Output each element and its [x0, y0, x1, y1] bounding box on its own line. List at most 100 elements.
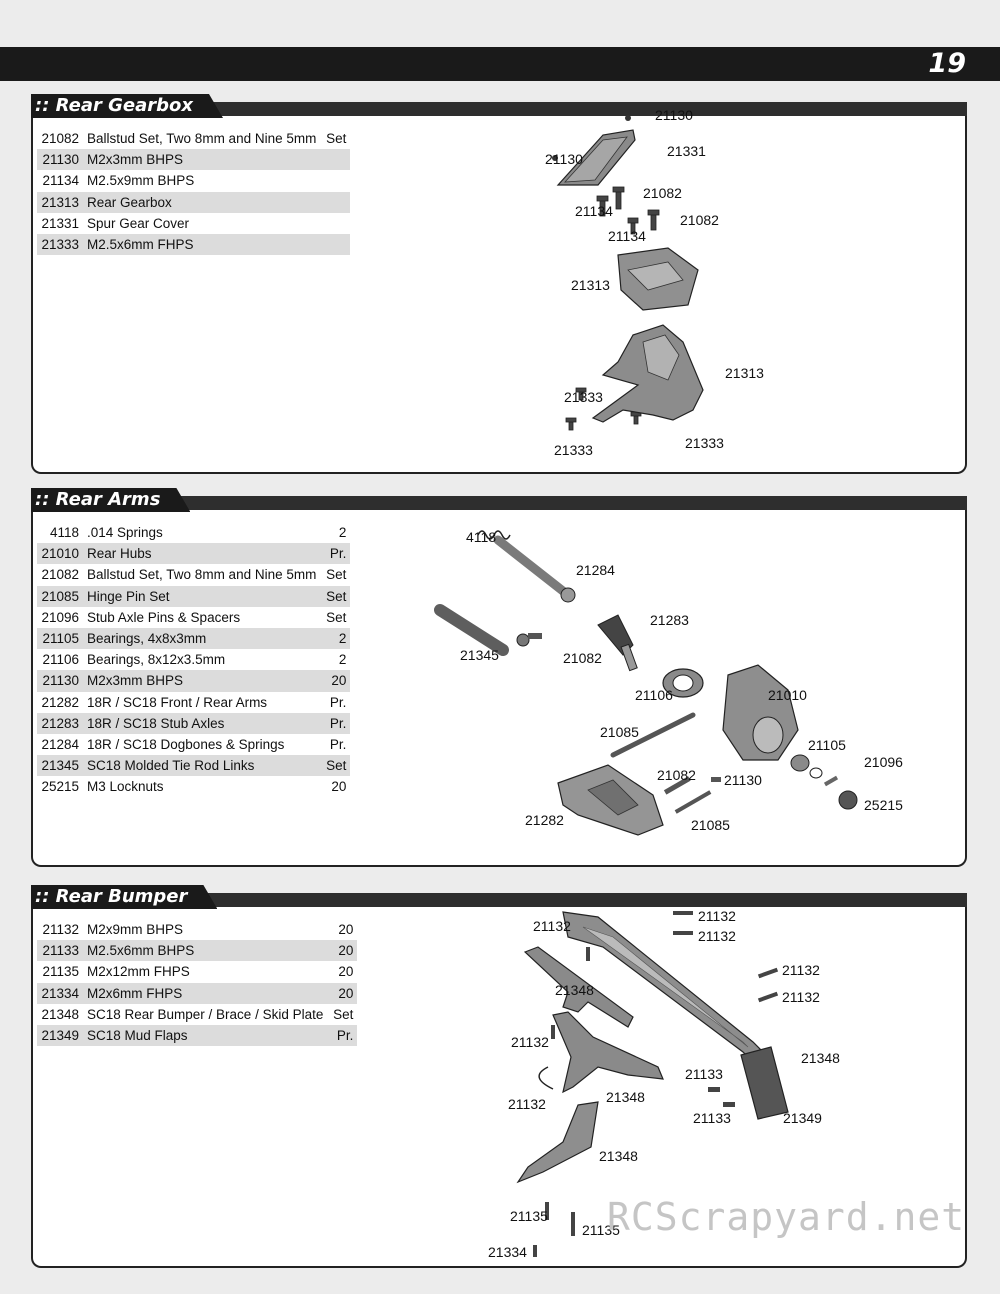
table-row: 21106 Bearings, 8x12x3.5mm 2 — [37, 649, 350, 670]
section-title: :: Rear Gearbox — [31, 94, 223, 118]
part-callout: 21133 — [685, 1066, 723, 1082]
part-description: 18R / SC18 Dogbones & Springs — [87, 736, 285, 752]
part-quantity: 20 — [327, 982, 358, 1004]
part-number: 21349 — [37, 1024, 83, 1047]
part-callout: 21132 — [698, 908, 736, 924]
part-number: 21130 — [37, 149, 83, 171]
part-callout: 21132 — [782, 989, 820, 1005]
part-callout: 21333 — [685, 435, 724, 451]
part-quantity: Pr. — [329, 736, 347, 752]
part-number: 21106 — [42, 652, 79, 668]
part-description: Bearings, 8x12x3.5mm — [87, 652, 226, 668]
part-callout: 21345 — [460, 647, 499, 663]
part-callout: 21313 — [571, 277, 610, 293]
part-quantity: 20 — [338, 922, 354, 938]
part-number: 21082 — [41, 131, 79, 147]
part-number: 21134 — [42, 173, 79, 189]
part-description: Rear Gearbox — [83, 191, 321, 213]
part-callout: 21132 — [698, 928, 736, 944]
part-callout: 21284 — [576, 562, 615, 578]
part-number: 21130 — [37, 670, 83, 692]
part-callout: 21348 — [555, 982, 594, 998]
gearbox-exploded-diagram: 21130 21130 21331 21082 21134 21082 2113… — [545, 107, 764, 458]
part-callout: 21082 — [643, 185, 682, 201]
part-quantity — [320, 170, 350, 191]
part-number: 21334 — [37, 982, 83, 1004]
table-row: 21284 18R / SC18 Dogbones & Springs Pr. — [37, 734, 350, 755]
part-callout: 21135 — [510, 1208, 548, 1224]
part-callout: 21348 — [599, 1148, 638, 1164]
part-quantity: 20 — [331, 779, 347, 795]
part-number: 21348 — [41, 1006, 79, 1022]
part-number: 21333 — [37, 233, 83, 256]
part-callout: 21331 — [667, 143, 706, 159]
part-callout: 21132 — [782, 962, 820, 978]
part-quantity: Pr. — [320, 543, 351, 565]
watermark: RCScrapyard.net — [607, 1195, 966, 1239]
part-quantity: Set — [326, 567, 347, 583]
part-quantity: 20 — [338, 964, 354, 980]
section-title: :: Rear Arms — [31, 488, 190, 512]
part-description: M2x3mm BHPS — [83, 149, 321, 171]
header-bar: 19 — [0, 47, 1000, 81]
part-quantity: Pr. — [329, 694, 347, 710]
part-callout: 21082 — [563, 650, 602, 666]
section-header-bar — [31, 102, 967, 116]
part-quantity: 2 — [320, 627, 351, 650]
part-quantity: 20 — [327, 940, 358, 962]
part-callout: 21134 — [575, 203, 613, 219]
part-callout: 21132 — [511, 1034, 549, 1050]
part-callout: 21106 — [635, 687, 673, 703]
page-number: 19 — [928, 48, 966, 79]
part-quantity: Set — [320, 585, 351, 607]
part-number: 21284 — [41, 736, 79, 752]
part-number: 21096 — [41, 609, 79, 625]
part-number: 4118 — [49, 525, 79, 541]
part-callout: 4118 — [466, 529, 496, 545]
part-description: Ballstud Set, Two 8mm and Nine 5mm — [87, 131, 317, 147]
part-quantity — [320, 191, 351, 213]
part-quantity — [320, 213, 350, 234]
part-quantity — [320, 233, 351, 256]
part-description: M2x12mm FHPS — [87, 964, 190, 980]
part-callout: 21085 — [691, 817, 730, 833]
part-description: Ballstud Set, Two 8mm and Nine 5mm — [87, 567, 317, 583]
part-number: 21133 — [37, 940, 83, 962]
part-quantity: Set — [326, 609, 347, 625]
part-callout: 21313 — [725, 365, 764, 381]
bumper-exploded-diagram: 21132 21132 21132 21132 21132 21348 2134… — [488, 908, 840, 1260]
part-quantity: Pr. — [327, 1024, 358, 1047]
part-quantity: 2 — [338, 525, 347, 541]
part-number: 21331 — [41, 215, 79, 231]
part-callout: 21130 — [724, 772, 762, 788]
part-number: 21313 — [37, 191, 83, 213]
part-callout: 21082 — [680, 212, 719, 228]
part-callout: 21333 — [564, 389, 603, 405]
section-title: :: Rear Bumper — [31, 885, 217, 909]
part-quantity — [320, 149, 351, 171]
part-callout: 21010 — [768, 687, 807, 703]
part-quantity: Set — [326, 131, 347, 147]
part-quantity: 2 — [338, 652, 347, 668]
part-callout: 25215 — [864, 797, 903, 813]
part-description: 18R / SC18 Stub Axles — [83, 712, 321, 734]
